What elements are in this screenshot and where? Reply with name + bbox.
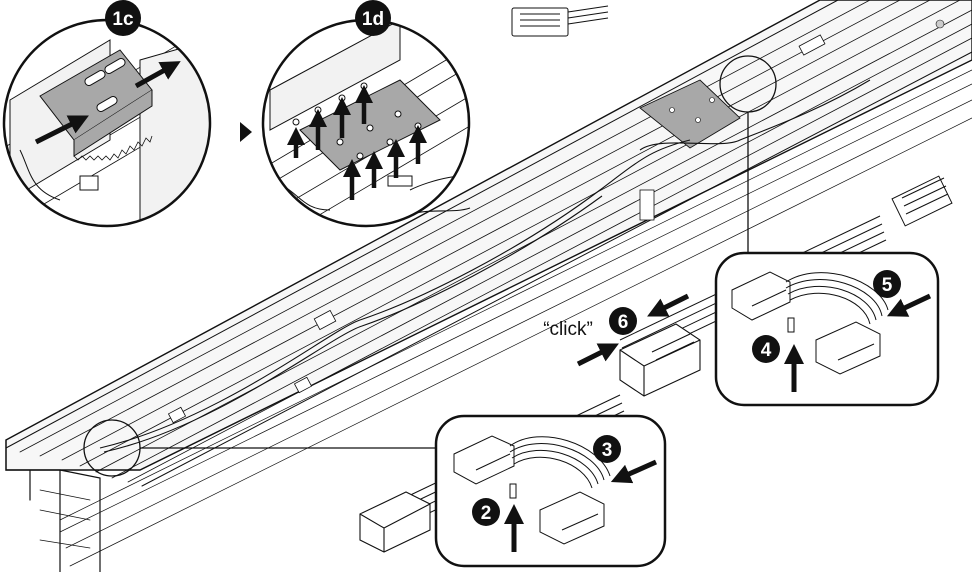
inset-1c [2, 18, 212, 228]
step-badge-6: 6 [609, 307, 637, 335]
push-arrow-1c-a [134, 61, 181, 89]
push-arrow-1c-b [34, 115, 89, 145]
top-connector [511, 5, 609, 37]
rail-end-cap [5, 439, 101, 572]
svg-text:4: 4 [761, 340, 772, 361]
step-badge-2: 2 [472, 498, 500, 526]
push-arrow-6b [576, 343, 619, 367]
click-connector [619, 323, 701, 397]
svg-text:6: 6 [618, 312, 629, 333]
svg-text:1d: 1d [362, 9, 384, 30]
inset-1d [261, 18, 471, 228]
svg-text:1c: 1c [112, 9, 134, 30]
leader-lines [83, 55, 777, 477]
click-label: “click” [543, 319, 593, 340]
lower-left-connector [359, 491, 431, 553]
screw-arrows [287, 85, 427, 200]
push-arrow-3 [610, 459, 658, 484]
step-badge-5: 5 [873, 270, 901, 298]
svg-text:3: 3 [602, 440, 613, 461]
step-badge-4: 4 [752, 335, 780, 363]
inset-right [714, 251, 940, 407]
mounting-plate [639, 79, 741, 149]
step-badge-1d: 1d [355, 0, 391, 36]
step-badge-1c: 1c [105, 0, 141, 36]
rail [5, 0, 972, 572]
push-arrow-5 [886, 293, 932, 317]
rail-cables [99, 79, 871, 453]
svg-text:5: 5 [882, 275, 893, 296]
step-badge-3: 3 [593, 435, 621, 463]
inset-bottom [434, 414, 667, 568]
sequence-pointer [240, 122, 252, 142]
svg-text:2: 2 [481, 503, 492, 524]
push-arrow-6a [647, 293, 690, 317]
